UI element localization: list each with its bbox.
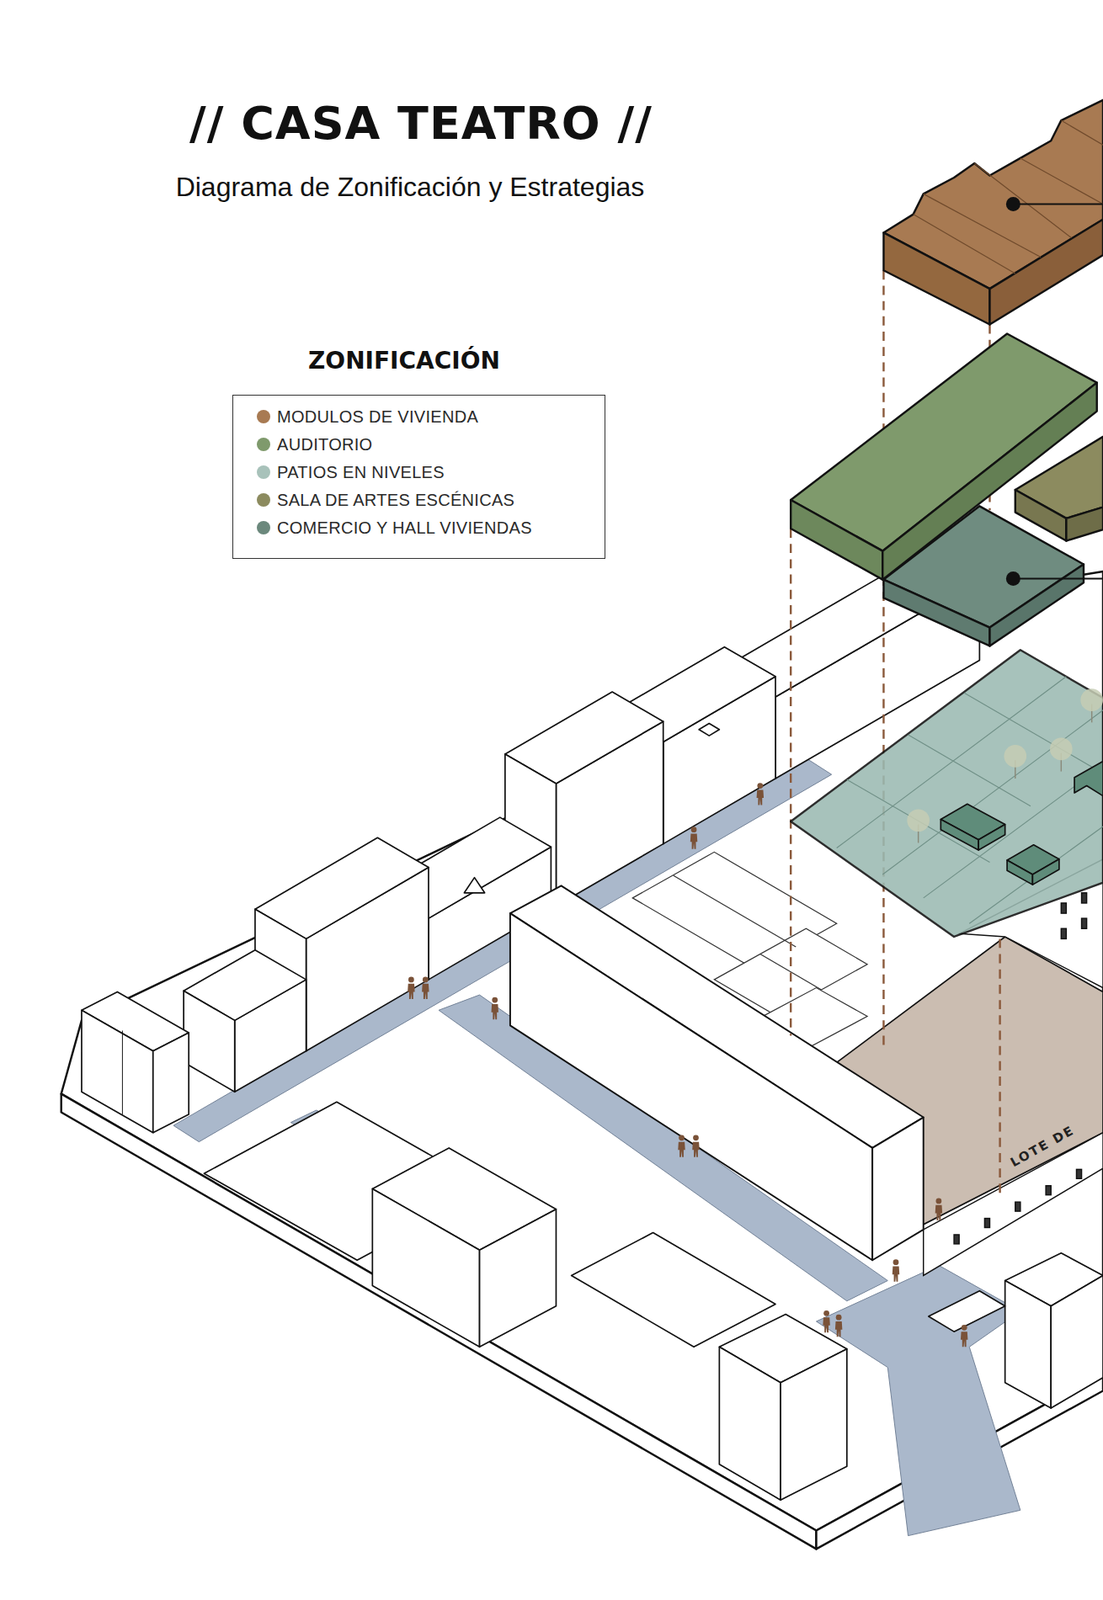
legend-swatch [256,410,271,424]
legend-text: PATIOS EN NIVELES [277,463,445,482]
legend-swatch [256,521,271,535]
legend-swatch [256,437,271,452]
diagram-title: // CASA TEATRO // [189,96,653,150]
front-buildings [203,1102,1103,1501]
patios-layer [790,650,1103,938]
leader-line [1012,203,1103,206]
legend-text: MODULOS DE VIVIENDA [277,407,479,427]
legend-row: COMERCIO Y HALL VIVIENDAS [256,518,585,547]
long-building [510,885,924,1261]
leader-dot [1006,571,1021,587]
legend-swatch [256,493,271,507]
housing-modules [883,100,1103,326]
legend-row: SALA DE ARTES ESCÉNICAS [256,490,585,519]
leader-line [1012,577,1103,580]
legend-text: COMERCIO Y HALL VIVIENDAS [277,518,533,538]
legend-text: AUDITORIO [277,435,373,454]
legend-row: AUDITORIO [256,435,585,464]
legend-box: MODULOS DE VIVIENDA AUDITORIO PATIOS EN NI… [232,394,606,560]
legend-row: MODULOS DE VIVIENDA [256,407,585,436]
leader-dot [1006,197,1021,212]
legend-heading: ZONIFICACIÓN [308,346,501,375]
auditorium-slab [790,333,1098,580]
lot-label: LOTE DE [1007,1123,1077,1172]
site-slab [61,571,1103,1550]
legend-swatch [256,465,271,480]
legend-text: SALA DE ARTES ESCÉNICAS [277,490,515,510]
subtitle: Diagrama de Zonificación y Estrategias [175,171,645,203]
legend-row: PATIOS EN NIVELES [256,463,585,491]
